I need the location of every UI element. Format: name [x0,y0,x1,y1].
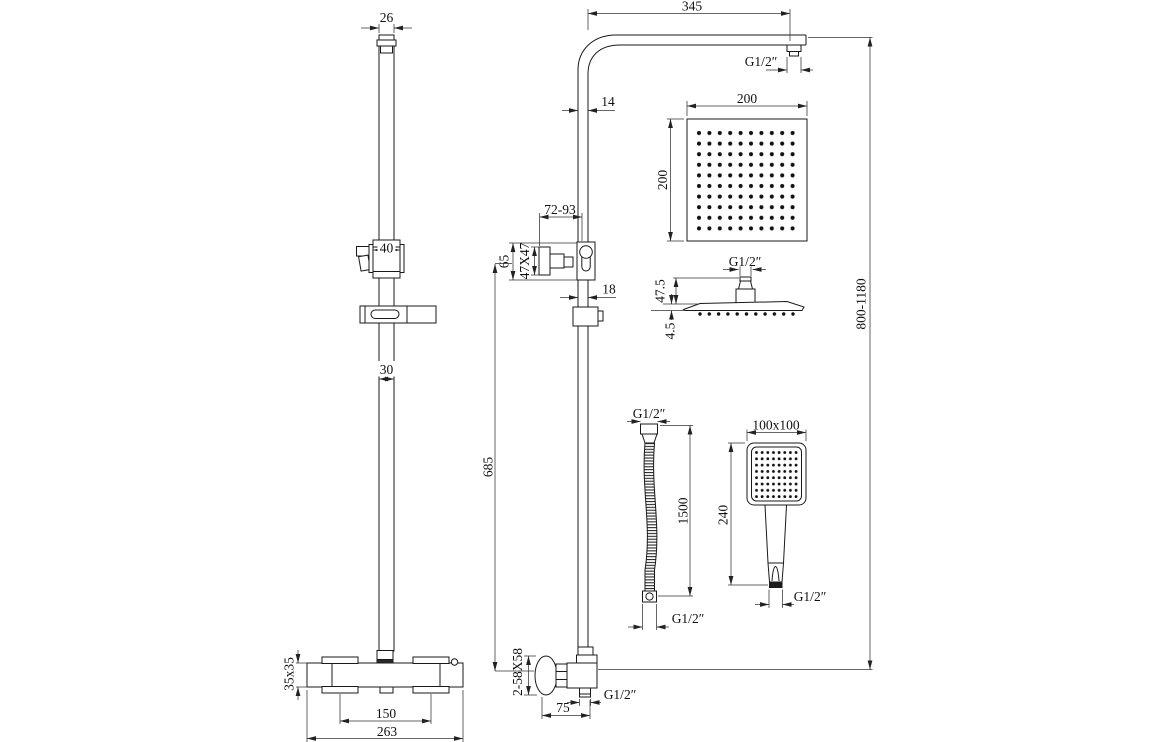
dim-label-75: 75 [556,700,570,715]
wall-bracket-side [538,241,596,281]
thermostatic-valve-side [534,646,598,698]
riser-pipe-side-view [577,34,807,650]
dim-head-height: 47.5 [653,277,739,305]
dim-valve-flanges: 2-58X58 [510,648,537,696]
dim-hose-length: 1500 [658,425,693,597]
dim-hose-top-thread: G1/2″ [627,406,670,424]
dim-lower-pipe: 18 [560,282,616,300]
arm-outlet-fitting [786,44,802,57]
dim-label-72-93: 72-93 [544,202,576,217]
dim-bracket-range: 72-93 [539,202,583,246]
dim-label-arm-g12: G1/2″ [745,54,778,69]
dim-handset-face: 100x100 [746,418,807,441]
dim-upper-pipe: 14 [562,94,615,113]
dim-label-1500: 1500 [676,497,691,524]
dim-head-inlet-thread: G1/2″ [723,254,766,276]
dim-rail-rod-top: 26 [361,10,412,33]
dim-label-head-g12: G1/2″ [729,254,762,269]
dim-label-240: 240 [716,505,731,526]
shower-hose [640,423,658,603]
dim-head-width: 200 [686,91,808,116]
dim-head-depth: 200 [655,118,684,242]
dim-label-4-5: 4.5 [663,322,678,339]
dim-label-35x35: 35x35 [282,657,297,691]
dim-slider-width: 40 [373,241,400,256]
dim-label-30: 30 [380,362,394,377]
dim-handset-length: 240 [716,442,768,586]
dim-label-345: 345 [682,0,703,14]
dim-label-47-5: 47.5 [653,279,668,303]
dim-hose-bottom-thread: G1/2″ [628,604,704,630]
dim-bracket-height: 65 [497,242,577,281]
dim-riser-length: 685 [481,263,534,672]
dim-valve-section: 35x35 [282,650,308,700]
dim-label-hose-bottom-g12: G1/2″ [672,611,705,626]
hand-shower [746,442,807,588]
dim-label-2-58x58: 2-58X58 [510,648,525,696]
dim-label-685: 685 [481,457,496,478]
dim-head-edge: 4.5 [651,294,684,339]
dim-label-hose-top-g12: G1/2″ [633,406,666,421]
dim-handle-centers: 150 [339,694,432,724]
dim-label-18: 18 [602,282,616,297]
dim-rail-rod: 30 [375,361,398,382]
dim-valve-projection: 75 [541,697,591,719]
dim-label-800-1180: 800-1180 [854,278,869,329]
dim-label-200d: 200 [655,170,670,191]
soap-dish [359,305,437,324]
pipe-slider-side [572,306,604,327]
dim-label-handset-g12: G1/2″ [794,589,827,604]
dim-label-47x47: 47X47 [517,242,532,279]
dim-overall-height: 800-1180 [598,37,873,670]
dim-label-263: 263 [377,724,398,739]
dim-arm-outlet-thread: G1/2″ [745,54,813,73]
thermostatic-valve-front [306,650,464,694]
dim-arm-length: 345 [587,0,791,41]
rail-front-view [376,34,397,652]
dim-label-150: 150 [376,706,397,721]
dim-label-200w: 200 [737,91,758,106]
dim-valve-overall-width: 263 [306,690,464,742]
overhead-shower-top-view [686,118,808,242]
dim-label-valve-g12: G1/2″ [604,687,637,702]
dim-wall-plate: 47X47 [517,242,539,279]
dim-label-40: 40 [380,241,394,256]
overhead-shower-side-view [682,276,805,317]
dim-label-26: 26 [380,10,394,25]
dim-handset-outlet-thread: G1/2″ [755,589,826,608]
dim-label-65: 65 [497,255,512,269]
dim-label-14: 14 [601,94,615,109]
dim-valve-outlet-thread: G1/2″ [567,687,636,706]
dim-label-100x100: 100x100 [752,418,800,433]
